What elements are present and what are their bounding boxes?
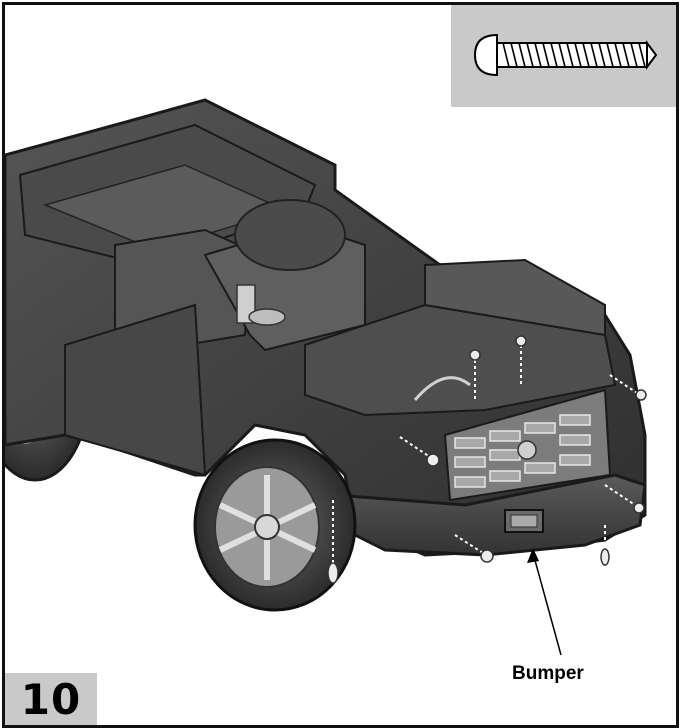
step-number-box: 10 xyxy=(5,673,97,725)
screw-panel xyxy=(451,5,676,107)
vehicle-illustration-icon xyxy=(5,98,647,656)
bumper-callout-label: Bumper xyxy=(512,663,584,684)
screw-icon xyxy=(473,33,658,77)
step-number: 10 xyxy=(20,674,82,724)
